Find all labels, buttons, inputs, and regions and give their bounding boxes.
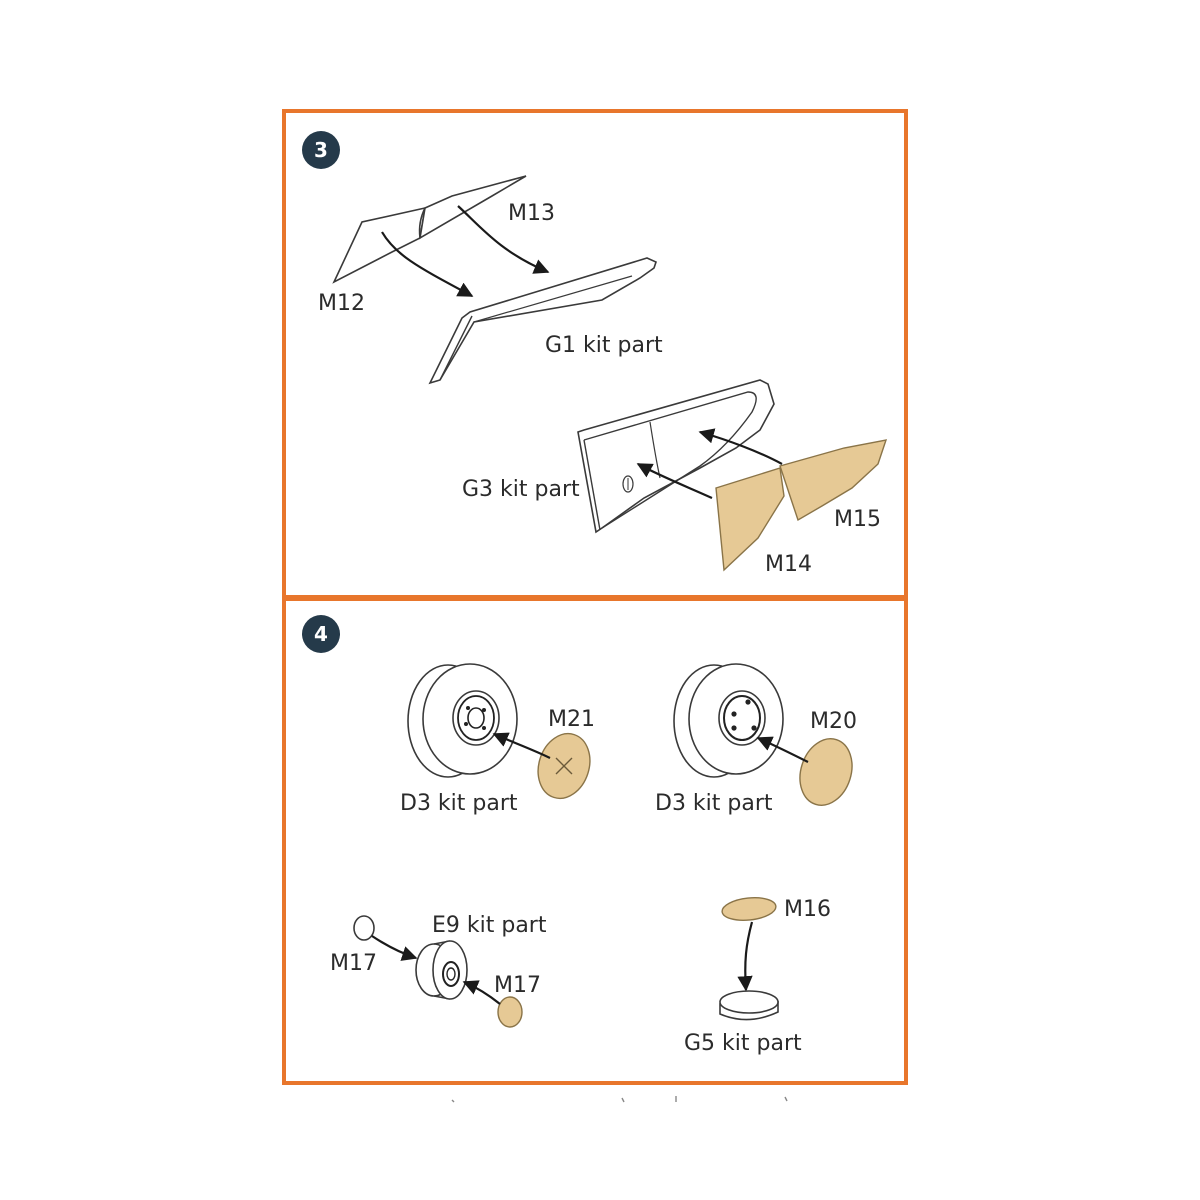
etched-part-m17 (497, 996, 523, 1028)
step-4-panel (282, 597, 908, 1085)
step-3-badge: 3 (302, 131, 340, 169)
label-m14: M14 (765, 552, 812, 577)
arrow-m12 (381, 231, 474, 297)
label-g5: G5 kit part (684, 1031, 802, 1056)
label-m16: M16 (784, 897, 831, 922)
label-e9: E9 kit part (432, 913, 547, 938)
arrow-m21 (492, 732, 551, 759)
etched-part-m16 (721, 897, 777, 921)
label-d3-left: D3 kit part (400, 791, 518, 816)
mask-m12-m13 (332, 175, 527, 284)
step-3-number: 3 (314, 138, 328, 162)
label-m21: M21 (548, 707, 595, 732)
label-m12: M12 (318, 291, 365, 316)
etched-part-m20 (799, 738, 853, 806)
arrow-m14 (636, 463, 713, 500)
arrow-m13 (457, 205, 550, 274)
label-g1: G1 kit part (545, 333, 663, 358)
g1-kit-part (428, 257, 657, 385)
etched-part-m21 (537, 732, 591, 800)
label-m15: M15 (834, 507, 881, 532)
etched-part-m15 (779, 439, 888, 522)
label-m17-left: M17 (330, 951, 377, 976)
arrow-m20 (756, 736, 809, 763)
arrow-m15 (698, 428, 783, 465)
label-m20: M20 (810, 709, 857, 734)
label-m13: M13 (508, 201, 555, 226)
arrow-m16 (737, 921, 754, 992)
label-g3: G3 kit part (462, 477, 580, 502)
arrow-m17-right (462, 980, 501, 1005)
g5-kit-part (719, 990, 779, 1021)
g3-kit-part (577, 379, 775, 534)
step-4-number: 4 (314, 622, 328, 646)
arrow-m17-left (371, 935, 418, 961)
mask-m17-left (353, 915, 375, 941)
label-m17-right: M17 (494, 973, 541, 998)
d3-wheel-left (407, 663, 518, 778)
cropped-text-remnant (451, 1096, 788, 1103)
e9-kit-part (415, 940, 468, 1000)
step-4-badge: 4 (302, 615, 340, 653)
d3-wheel-right (673, 663, 784, 778)
etched-part-m14 (715, 467, 785, 572)
label-d3-right: D3 kit part (655, 791, 773, 816)
